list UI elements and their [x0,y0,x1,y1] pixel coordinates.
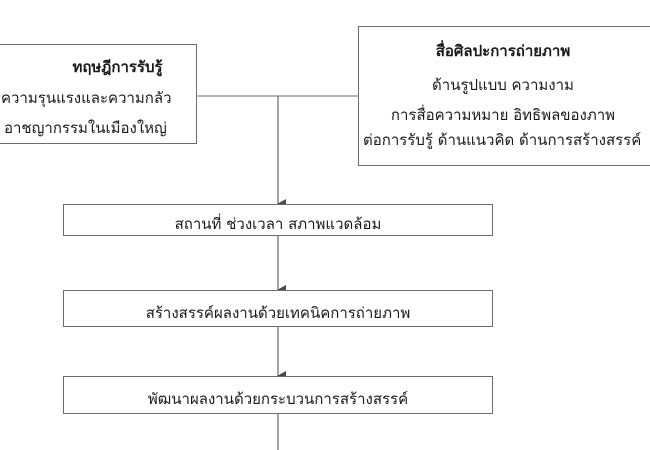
theory-box: ทฤษฎีการรับรู้ ความรุนแรงและความกลัว อาช… [0,44,197,144]
flow-step-1-label: สถานที่ ช่วงเวลา สภาพแวดล้อม [174,215,382,233]
media-box: สื่อศิลปะการถ่ายภาพ ด้านรูปแบบ ความงาม ก… [358,26,650,166]
media-box-line2: การสื่อความหมาย อิทธิพลของภาพ [390,106,616,124]
theory-box-line2: อาชญากรรมในเมืองใหญ่ [4,119,167,137]
flow-step-3: พัฒนาผลงานด้วยกระบวนการสร้างสรรค์ [63,376,493,414]
media-box-line1: ด้านรูปแบบ ความงาม [432,76,574,94]
flow-step-2-label: สร้างสรรค์ผลงานด้วยเทคนิคการถ่ายภาพ [145,304,411,322]
flow-step-2: สร้างสรรค์ผลงานด้วยเทคนิคการถ่ายภาพ [63,290,493,327]
flow-step-1: สถานที่ ช่วงเวลา สภาพแวดล้อม [63,204,493,236]
theory-box-line1: ความรุนแรงและความกลัว [1,89,172,107]
media-box-line3: ต่อการรับรู้ ด้านแนวคิด ด้านการสร้างสรรค… [363,131,642,149]
media-box-title: สื่อศิลปะการถ่ายภาพ [435,42,571,60]
flow-step-3-label: พัฒนาผลงานด้วยกระบวนการสร้างสรรค์ [147,390,409,408]
theory-box-title: ทฤษฎีการรับรู้ [72,58,163,76]
